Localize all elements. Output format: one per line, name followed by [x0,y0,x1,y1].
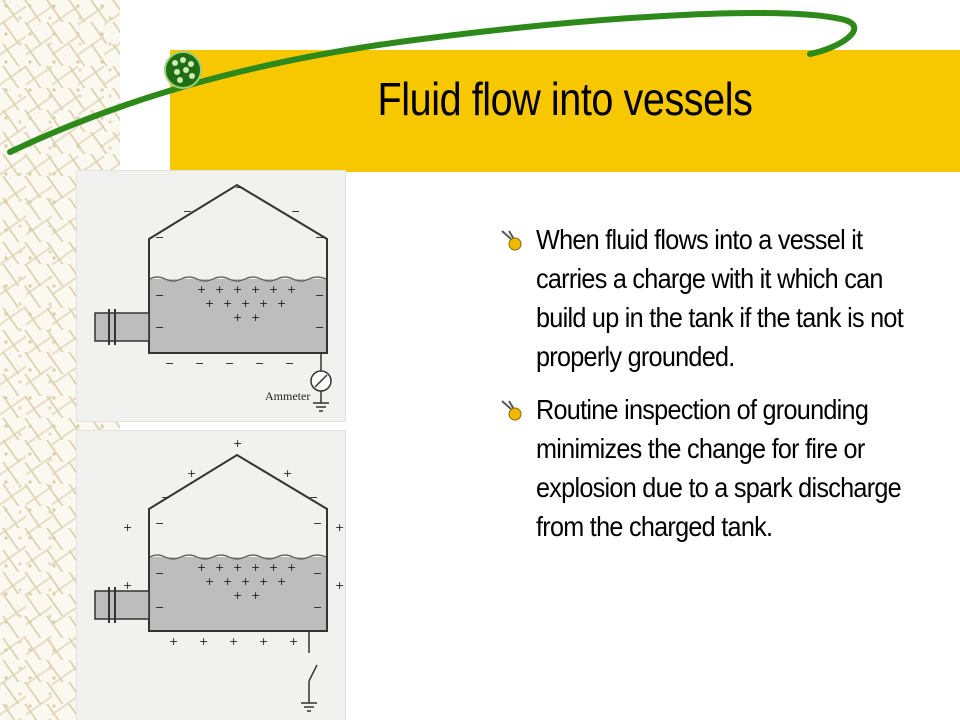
svg-text:−: − [155,601,164,614]
svg-text:+: + [241,575,250,588]
svg-text:−: − [313,567,322,580]
svg-text:+: + [223,297,232,310]
title-band [170,50,960,172]
svg-text:+: + [259,297,268,310]
svg-text:−: − [155,517,164,530]
svg-text:+: + [251,561,260,574]
svg-text:−: − [315,321,324,334]
svg-text:+: + [289,635,298,648]
tank-diagram-top: − −− −− +++ +++ +++ ++ ++ −− −− −−− −− [94,181,332,412]
tank-diagram-bottom: + ++ −− ++ −− +++ +++ +++ ++ ++ ++ −− −−… [94,437,344,712]
svg-text:−: − [155,321,164,334]
svg-text:+: + [199,635,208,648]
slide-title: Fluid flow into vessels [377,73,753,125]
svg-text:+: + [215,561,224,574]
bullet-text: Routine inspection of grounding minimize… [536,394,902,542]
svg-text:+: + [269,561,278,574]
svg-text:−: − [309,491,318,504]
swoosh-decoration [7,10,858,155]
svg-text:+: + [233,561,242,574]
svg-text:+: + [251,283,260,296]
svg-text:+: + [233,437,242,450]
svg-text:+: + [335,579,344,592]
svg-text:+: + [287,561,296,574]
svg-text:+: + [251,311,260,324]
svg-text:−: − [155,231,164,244]
svg-text:+: + [187,467,196,480]
dumbbell-figure-icon [501,230,522,251]
svg-text:+: + [283,467,292,480]
dumbbell-figure-icon [501,400,522,421]
svg-text:−: − [161,491,170,504]
ground-symbol-icon [313,402,329,412]
figure-grounded-tank: − −− −− +++ +++ +++ ++ ++ −− −− −−− −− [76,170,346,422]
svg-text:+: + [233,311,242,324]
svg-text:+: + [241,297,250,310]
svg-text:−: − [155,289,164,302]
bullet-text: When fluid flows into a vessel it carrie… [536,224,904,372]
svg-text:−: − [313,601,322,614]
svg-text:+: + [123,579,132,592]
svg-text:+: + [251,589,260,602]
svg-text:+: + [123,521,132,534]
svg-text:+: + [197,283,206,296]
figure-charged-tank: + ++ −− ++ −− +++ +++ +++ ++ ++ ++ −− −−… [76,430,346,720]
bullet-item: When fluid flows into a vessel it carrie… [500,220,920,376]
svg-text:−: − [313,517,322,530]
svg-text:+: + [229,635,238,648]
bullet-item: Routine inspection of grounding minimize… [500,390,920,546]
ammeter-label: Ammeter [265,389,311,403]
svg-text:−: − [155,567,164,580]
svg-text:+: + [277,297,286,310]
svg-text:−: − [235,181,244,194]
svg-text:+: + [259,635,268,648]
svg-text:+: + [335,521,344,534]
svg-text:+: + [215,283,224,296]
svg-text:−: − [225,357,234,370]
svg-text:−: − [183,205,192,218]
open-switch-icon [308,664,318,682]
svg-text:−: − [195,357,204,370]
svg-text:+: + [233,589,242,602]
bullet-list: When fluid flows into a vessel it carrie… [500,220,920,560]
ground-symbol-icon [301,702,317,712]
svg-text:−: − [291,205,300,218]
logo-orb-icon [164,51,202,89]
svg-text:−: − [315,231,324,244]
svg-text:+: + [269,283,278,296]
svg-text:−: − [315,289,324,302]
svg-text:−: − [255,357,264,370]
svg-text:+: + [205,297,214,310]
svg-text:+: + [169,635,178,648]
svg-text:+: + [277,575,286,588]
svg-text:+: + [205,575,214,588]
svg-text:+: + [233,283,242,296]
svg-text:−: − [285,357,294,370]
svg-text:+: + [197,561,206,574]
svg-text:+: + [259,575,268,588]
svg-text:+: + [287,283,296,296]
svg-text:+: + [223,575,232,588]
svg-text:−: − [165,357,174,370]
